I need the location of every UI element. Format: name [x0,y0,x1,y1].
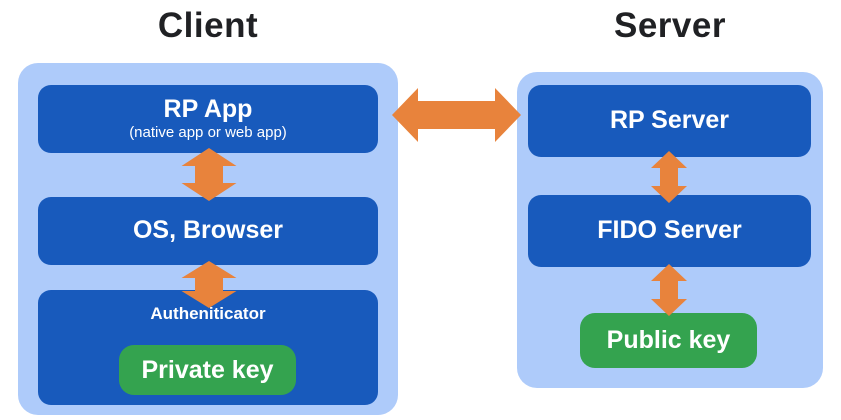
rp-app-sublabel: (native app or web app) [129,124,287,142]
fido-server-label: FIDO Server [597,216,742,245]
public-key-box: Public key [580,313,757,368]
private-key-label: Private key [141,355,274,384]
rp-app-box: RP App (native app or web app) [38,85,378,153]
rp-server-label: RP Server [609,106,730,135]
client-title: Client [157,6,259,45]
client-container: RP App (native app or web app) OS, Brows… [18,63,398,415]
private-key-box: Private key [119,345,296,395]
server-container: RP Server FIDO Server Public key [517,72,823,388]
arrow-rp-app-rp-server [392,88,521,142]
fido-server-box: FIDO Server [528,195,811,267]
rp-server-box: RP Server [528,85,811,157]
rp-app-label: RP App [163,94,253,123]
public-key-label: Public key [606,326,731,354]
server-title: Server [614,6,726,45]
authenticator-box: Autheniticator Private key [38,290,378,405]
os-browser-box: OS, Browser [38,197,378,265]
os-browser-label: OS, Browser [132,216,284,245]
authenticator-label: Autheniticator [150,304,266,323]
